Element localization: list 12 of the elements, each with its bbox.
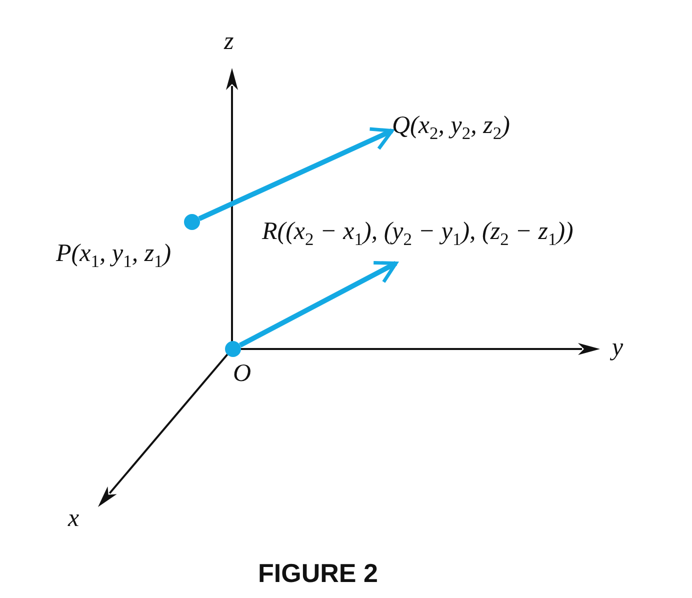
- point-label: Q(x$_{2}$, y$_{2}$, z$_{2}$): [392, 112, 510, 144]
- point-label: R((x$_{2}$ − x$_{1}$), (y$_{2}$ − y$_{1}$), (z$_{2}$ − z$_{1}$)): [262, 218, 574, 264]
- axis-label: x: [68, 505, 80, 532]
- axis-label: z: [224, 28, 234, 56]
- point-dot: [225, 341, 241, 357]
- point-dot: [184, 214, 200, 230]
- vector-arrow: [238, 261, 398, 348]
- axis-label: y: [612, 334, 624, 362]
- figure-caption: FIGURE 2: [258, 558, 378, 589]
- point-label: P(x$_{1}$, y$_{1}$, z$_{1}$): [56, 240, 172, 272]
- vector-arrow: [198, 127, 394, 221]
- point-label: O: [233, 360, 252, 388]
